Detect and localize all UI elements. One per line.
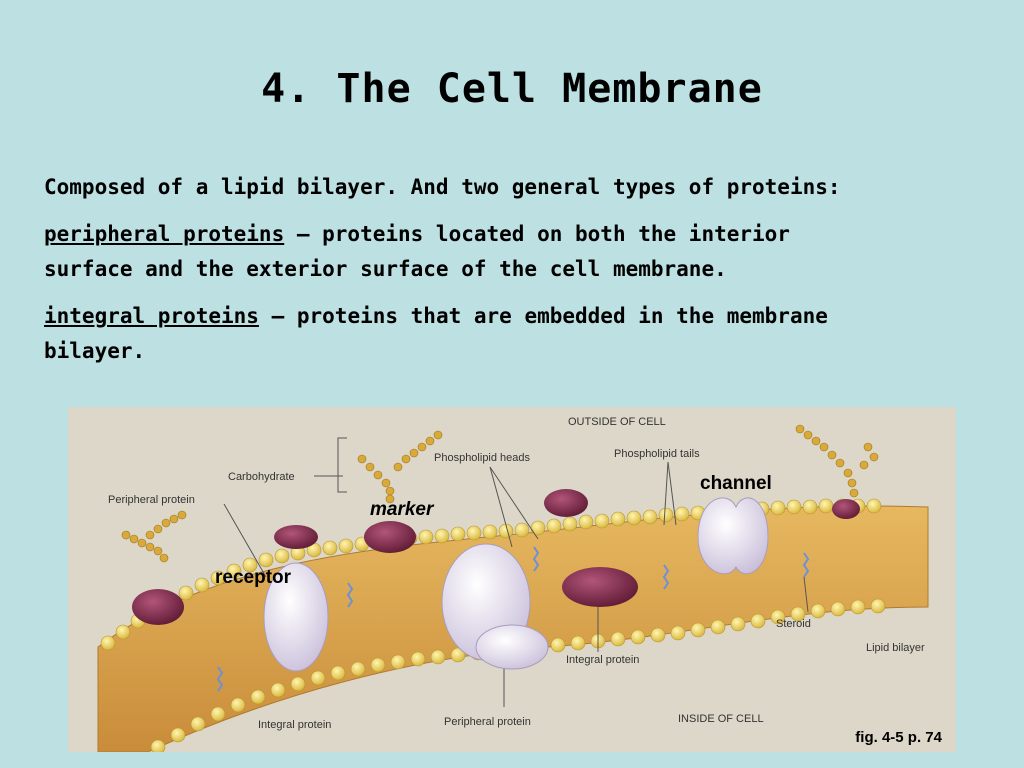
annotation-receptor: receptor	[215, 567, 292, 588]
integral-term: integral proteins	[44, 304, 259, 328]
slide-title: 4. The Cell Membrane	[261, 66, 763, 112]
annotation-channel: channel	[700, 473, 772, 494]
label-carbohydrate: Carbohydrate	[228, 471, 295, 483]
label-inside-of-cell: INSIDE OF CELL	[678, 713, 764, 725]
leader-lines	[223, 437, 809, 707]
peripheral-term: peripheral proteins	[44, 222, 285, 246]
annotation-marker: marker	[370, 499, 435, 520]
purple-protein-right	[832, 499, 860, 519]
label-integral-protein-bottom: Integral protein	[258, 719, 331, 731]
label-integral-protein-right: Integral protein	[566, 654, 639, 666]
integral-protein-right	[562, 567, 638, 607]
integral-definition-2: bilayer.	[44, 339, 146, 363]
peripheral-paragraph: peripheral proteins – proteins located o…	[44, 217, 974, 287]
receptor-protein	[263, 562, 329, 672]
proteins	[132, 489, 860, 672]
label-phospholipid-tails: Phospholipid tails	[614, 448, 700, 460]
cell-membrane-figure: OUTSIDE OF CELL Carbohydrate Peripheral …	[68, 407, 956, 752]
figure-caption: fig. 4-5 p. 74	[855, 729, 942, 746]
purple-protein-top-left	[274, 525, 318, 549]
intro-paragraph: Composed of a lipid bilayer. And two gen…	[44, 170, 974, 205]
integral-definition-1: – proteins that are embedded in the memb…	[258, 304, 828, 328]
peripheral-protein-left	[132, 589, 184, 625]
label-steroid: Steroid	[776, 618, 811, 630]
carbohydrate-chains	[121, 424, 879, 563]
peripheral-definition-2: surface and the exterior surface of the …	[44, 257, 727, 281]
membrane-diagram: OUTSIDE OF CELL Carbohydrate Peripheral …	[97, 416, 929, 752]
label-peripheral-protein-top: Peripheral protein	[108, 494, 195, 506]
steroids	[216, 546, 810, 692]
label-lipid-bilayer: Lipid bilayer	[866, 642, 925, 654]
purple-protein-center	[544, 489, 588, 517]
peripheral-protein-bottom	[475, 624, 549, 670]
peripheral-definition-1: – proteins located on both the interior	[284, 222, 790, 246]
marker-protein	[364, 521, 416, 553]
channel-protein	[697, 497, 769, 575]
intro-text: Composed of a lipid bilayer. And two gen…	[44, 175, 841, 199]
label-phospholipid-heads: Phospholipid heads	[434, 452, 531, 464]
label-peripheral-protein-bottom: Peripheral protein	[444, 716, 531, 728]
label-outside-of-cell: OUTSIDE OF CELL	[568, 416, 666, 428]
slide-body: Composed of a lipid bilayer. And two gen…	[44, 170, 974, 381]
integral-paragraph: integral proteins – proteins that are em…	[44, 299, 974, 369]
